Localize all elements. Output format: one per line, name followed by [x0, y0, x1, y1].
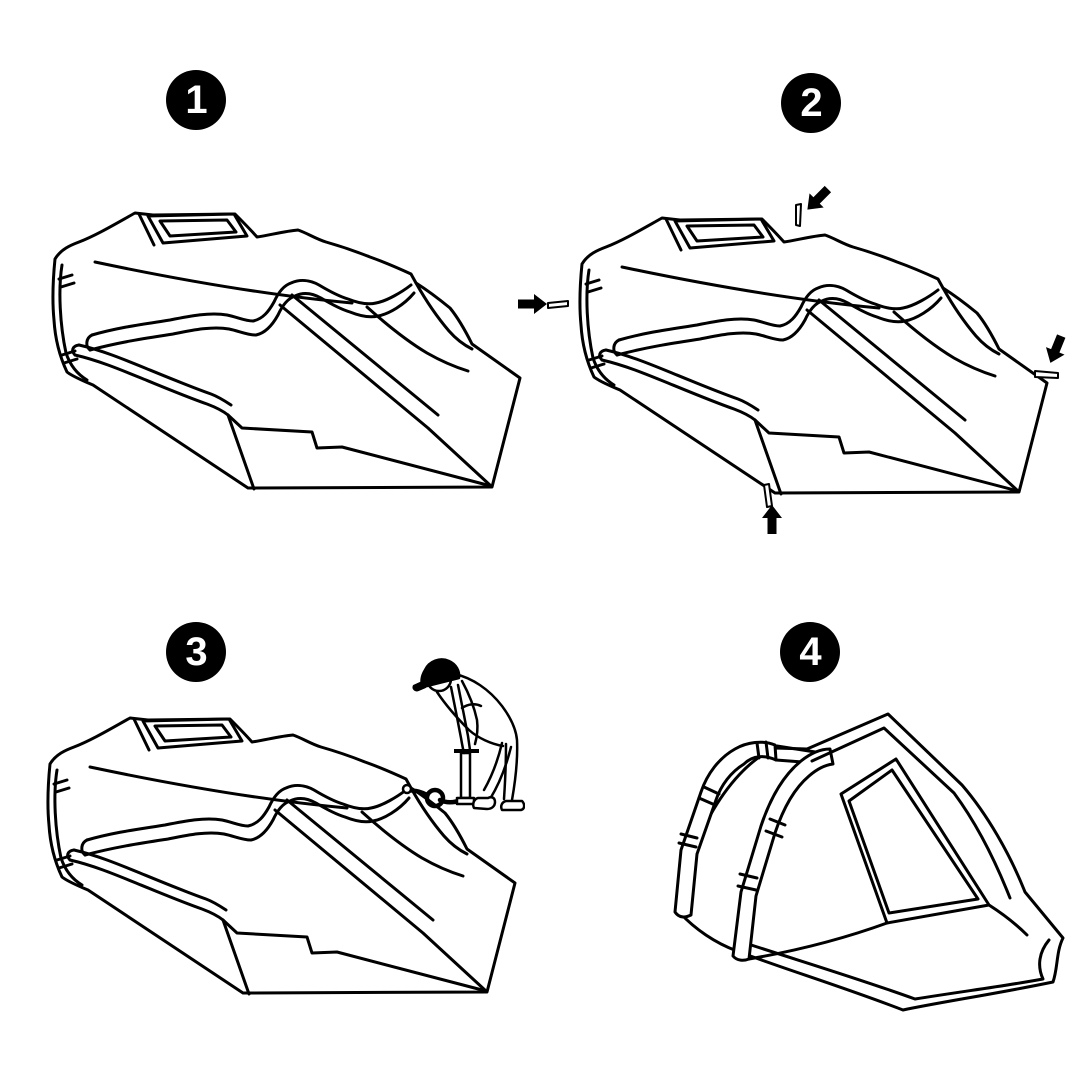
person-chest: [435, 690, 505, 748]
person-near-arm: [449, 685, 466, 755]
cap-brim: [412, 679, 427, 692]
step-3-badge: 3: [166, 622, 226, 682]
person-sleeve: [460, 703, 483, 710]
pitched-tent-illustration: [673, 712, 1065, 1012]
person-far-arm: [460, 679, 479, 746]
tent-peg-right: [1034, 370, 1059, 379]
deflated-tent-illustration: [51, 211, 522, 491]
step-1-badge: 1: [166, 70, 226, 130]
person-front-leg-inner: [482, 741, 504, 792]
step-3-number: 3: [185, 630, 207, 674]
face-bottom-edge: [747, 921, 889, 961]
air-beam-front-segments: [677, 740, 770, 849]
hose-coil: [424, 787, 446, 809]
tent-base-skirt: [743, 938, 1051, 1001]
person: [412, 658, 525, 812]
person-back: [453, 672, 519, 802]
air-beam-mid-segments: [736, 817, 787, 892]
deflated-tent: [578, 216, 1049, 496]
corner-fold-line: [987, 903, 1029, 937]
deflated-tent-staked-illustration: [518, 182, 1071, 534]
person-front-foot: [471, 795, 497, 811]
step-2-badge: 2: [781, 73, 841, 133]
pump-base: [455, 796, 476, 806]
stake-arrow-bottom-icon: [762, 505, 782, 534]
pitched-tent: [673, 712, 1065, 1012]
step-2-number: 2: [800, 81, 822, 125]
inflation-valve: [401, 783, 413, 795]
stake-arrow-right-icon: [1041, 332, 1071, 367]
tent-peg-left: [547, 300, 569, 309]
deflated-tent: [46, 716, 517, 996]
air-beam-front: [673, 740, 778, 919]
stake-arrow-top-icon: [800, 182, 835, 217]
step-4-badge: 4: [780, 622, 840, 682]
tent-peg-top: [795, 203, 802, 227]
air-pump: [454, 749, 479, 806]
pump-cylinder: [459, 751, 472, 800]
deflated-tent: [51, 211, 522, 491]
step-4-number: 4: [799, 630, 821, 674]
person-front-leg: [488, 745, 513, 801]
step-1-number: 1: [185, 78, 207, 122]
tent-pegs: [547, 203, 1059, 508]
person-back-leg-inner: [502, 742, 508, 801]
person-inflating-tent-illustration: [46, 658, 525, 996]
person-back-foot: [499, 799, 525, 812]
door-frame-inner: [810, 726, 1012, 900]
person-near-arm-inner: [456, 683, 472, 752]
stake-arrow-left-icon: [518, 294, 547, 314]
cap-icon: [420, 658, 461, 689]
